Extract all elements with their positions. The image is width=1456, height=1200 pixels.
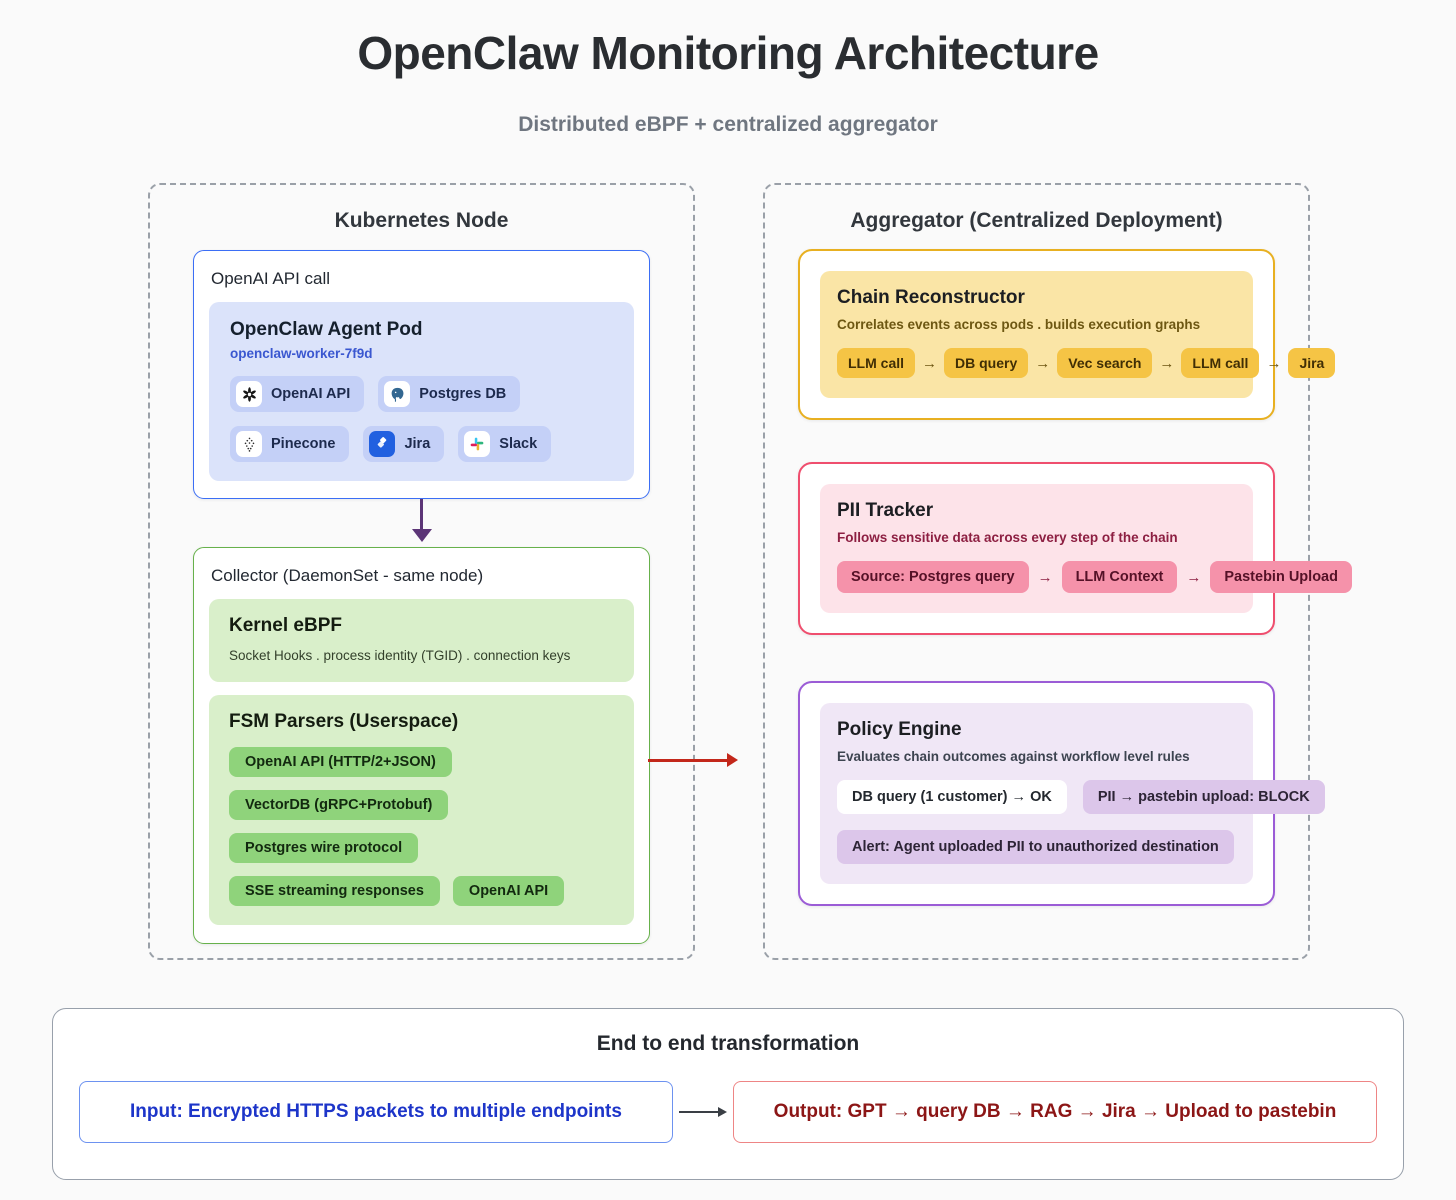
aggregator-title: Aggregator (Centralized Deployment) xyxy=(850,209,1223,232)
arrow-right-icon: → xyxy=(1035,354,1051,372)
chip-label: Pinecone xyxy=(271,436,336,452)
policy-engine-panel: Policy Engine Evaluates chain outcomes a… xyxy=(820,703,1325,884)
chain-reconstructor-panel: Chain Reconstructor Correlates events ac… xyxy=(820,271,1336,398)
arrow-right-icon: → xyxy=(922,354,938,372)
postgres-icon xyxy=(384,381,411,407)
chip-label: Jira xyxy=(404,436,431,452)
chain-reconstructor-card: Chain Reconstructor Correlates events ac… xyxy=(798,249,1336,420)
chip-label: OpenAI API xyxy=(271,386,351,402)
pod-to-collector-arrow xyxy=(150,499,693,542)
pii-step-row: Source: Postgres query → LLM Context → P… xyxy=(837,561,1352,593)
chain-step: LLM call xyxy=(1181,348,1260,378)
policy-engine-title: Policy Engine xyxy=(837,719,962,740)
page-title: OpenClaw Monitoring Architecture xyxy=(357,27,1099,79)
chip-jira: Jira xyxy=(363,426,445,462)
input-box: Input: Encrypted HTTPS packets to multip… xyxy=(79,1081,673,1143)
policy-rule-row: DB query (1 customer) → OK PII → pastebi… xyxy=(837,780,1325,814)
fsm-parsers-panel: FSM Parsers (Userspace) OpenAI API (HTTP… xyxy=(209,695,634,925)
policy-alert-row: Alert: Agent uploaded PII to unauthorize… xyxy=(837,830,1236,864)
kernel-ebpf-title: Kernel eBPF xyxy=(229,615,342,636)
agent-pod-panel: OpenClaw Agent Pod openclaw-worker-7f9d xyxy=(209,302,634,481)
pii-tracker-panel: PII Tracker Follows sensitive data acros… xyxy=(820,484,1352,613)
chain-step: DB query xyxy=(944,348,1029,378)
collector-box: Collector (DaemonSet - same node) Kernel… xyxy=(193,547,650,944)
policy-engine-card: Policy Engine Evaluates chain outcomes a… xyxy=(798,681,1325,906)
pinecone-icon xyxy=(236,431,262,457)
policy-alert: Alert: Agent uploaded PII to unauthorize… xyxy=(837,830,1234,864)
transformation-row: Input: Encrypted HTTPS packets to multip… xyxy=(79,1081,1377,1143)
pii-tracker-title: PII Tracker xyxy=(837,500,934,521)
kernel-ebpf-subtitle: Socket Hooks . process identity (TGID) .… xyxy=(229,648,571,663)
kubernetes-node-container: Kubernetes Node OpenAI API call OpenClaw… xyxy=(148,183,695,960)
policy-engine-subtitle: Evaluates chain outcomes against workflo… xyxy=(837,749,1190,764)
openai-icon xyxy=(236,381,262,407)
agent-pod-chip-list: OpenAI API Postgres DB xyxy=(230,376,613,462)
chain-step: LLM call xyxy=(837,348,916,378)
pii-step: Pastebin Upload xyxy=(1210,561,1352,593)
chip-label: Postgres DB xyxy=(419,386,507,402)
slack-icon xyxy=(464,431,491,457)
chain-step: Jira xyxy=(1288,348,1336,378)
agent-pod-id: openclaw-worker-7f9d xyxy=(230,346,373,361)
openai-api-call-box: OpenAI API call OpenClaw Agent Pod openc… xyxy=(193,250,650,499)
pii-step: Source: Postgres query xyxy=(837,561,1029,593)
chip-openai-api: OpenAI API xyxy=(230,376,365,412)
policy-rule-block: PII → pastebin upload: BLOCK xyxy=(1082,780,1325,814)
chip-label: Slack xyxy=(499,436,538,452)
arrow-right-icon: → xyxy=(1186,568,1202,586)
chip-vectordb-grpc: VectorDB (gRPC+Protobuf) xyxy=(229,790,449,820)
policy-rule-ok: DB query (1 customer) → OK xyxy=(837,780,1067,814)
output-box: Output: GPT → query DB → RAG → Jira → Up… xyxy=(733,1081,1377,1143)
chain-step-row: LLM call → DB query → Vec search → LLM c… xyxy=(837,348,1336,378)
chip-openai-http2-json: OpenAI API (HTTP/2+JSON) xyxy=(229,747,452,777)
chip-postgres-wire: Postgres wire protocol xyxy=(229,833,419,863)
fsm-chip-list: OpenAI API (HTTP/2+JSON) VectorDB (gRPC+… xyxy=(229,747,614,906)
pii-tracker-subtitle: Follows sensitive data across every step… xyxy=(837,530,1178,545)
chain-step: Vec search xyxy=(1057,348,1153,378)
page-subtitle: Distributed eBPF + centralized aggregato… xyxy=(518,113,938,136)
chip-postgres-db: Postgres DB xyxy=(378,376,521,412)
jira-icon xyxy=(369,431,396,457)
chip-slack: Slack xyxy=(458,426,552,462)
transformation-title: End to end transformation xyxy=(596,1032,860,1055)
fsm-parsers-title: FSM Parsers (Userspace) xyxy=(229,711,459,732)
chip-pinecone: Pinecone xyxy=(230,426,350,462)
aggregator-container: Aggregator (Centralized Deployment) Chai… xyxy=(763,183,1352,960)
collector-to-aggregator-arrow xyxy=(648,753,738,767)
pii-step: LLM Context xyxy=(1061,561,1178,593)
openai-api-call-label: OpenAI API call xyxy=(211,269,331,288)
end-to-end-transformation-card: End to end transformation Input: Encrypt… xyxy=(52,1008,1404,1180)
input-to-output-arrow xyxy=(679,1105,727,1119)
pii-tracker-card: PII Tracker Follows sensitive data acros… xyxy=(798,462,1352,635)
arrow-right-icon: → xyxy=(1266,354,1282,372)
kubernetes-node-title: Kubernetes Node xyxy=(334,209,509,232)
arrow-right-icon: → xyxy=(1159,354,1175,372)
chain-reconstructor-subtitle: Correlates events across pods . builds e… xyxy=(837,317,1201,332)
collector-label: Collector (DaemonSet - same node) xyxy=(211,566,484,585)
chip-sse-streaming: SSE streaming responses xyxy=(229,876,440,906)
arrow-right-icon: → xyxy=(1037,568,1053,586)
chip-openai-api: OpenAI API xyxy=(452,876,565,906)
agent-pod-title: OpenClaw Agent Pod xyxy=(230,319,423,340)
kernel-ebpf-panel: Kernel eBPF Socket Hooks . process ident… xyxy=(209,599,634,682)
chain-reconstructor-title: Chain Reconstructor xyxy=(837,287,1025,308)
